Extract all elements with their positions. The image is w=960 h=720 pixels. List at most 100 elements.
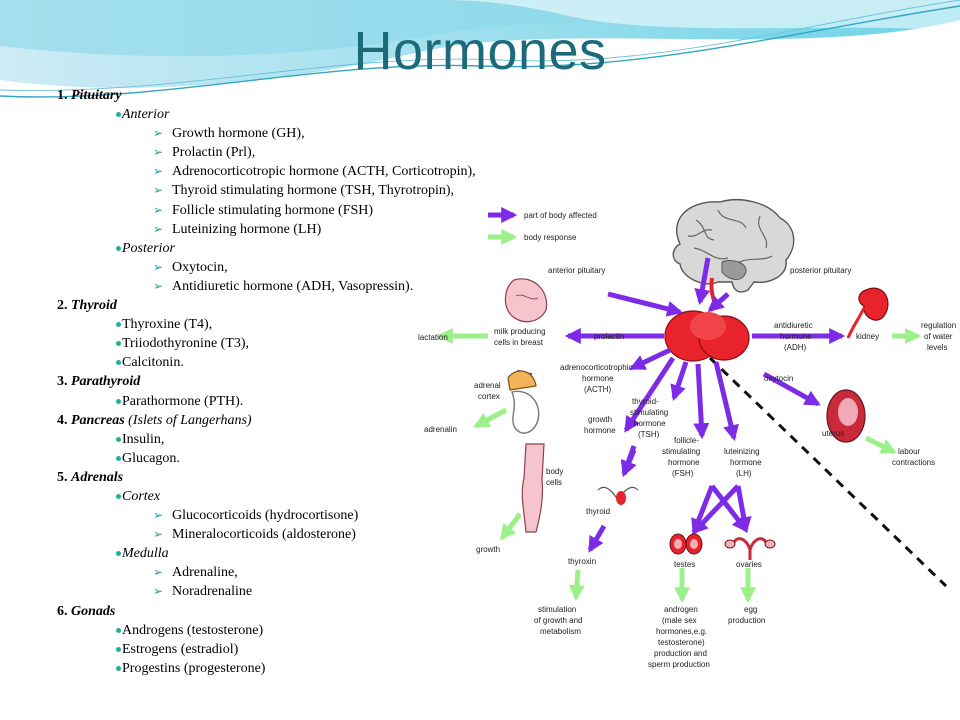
label-production-and: production and	[654, 649, 707, 658]
label-sperm-production: sperm production	[648, 660, 710, 669]
arrow-acth	[629, 347, 672, 371]
label-fsh-1: follicle-	[674, 436, 699, 445]
label-tsh-1: thyroid-	[632, 397, 659, 406]
label-lh-1: luteinizing	[724, 447, 760, 456]
arrow-bullet-icon: ➢	[153, 508, 164, 523]
label-cells: cells	[546, 478, 562, 487]
label-fsh-4: (FSH)	[672, 469, 694, 478]
dashed-divider	[708, 356, 948, 588]
list-item: Insulin,	[57, 430, 527, 449]
section-name: Parathyroid	[71, 374, 141, 390]
section-pituitary: 1. Pituitary	[57, 86, 527, 105]
subsection-posterior: Posterior	[57, 239, 527, 258]
label-adrenalin: adrenalin	[424, 425, 457, 434]
label-of-growth-and: of growth and	[534, 616, 582, 625]
list-item: ➢Adrenocorticotropic hormone (ACTH, Cort…	[57, 162, 527, 181]
label-male-sex: (male sex	[662, 616, 697, 625]
label-acth-hormone: hormone	[582, 374, 614, 383]
legend-affected-label: part of body affected	[524, 211, 597, 220]
section-number: 4.	[57, 412, 68, 428]
label-antidiuretic: antidiuretic	[774, 321, 813, 330]
label-adh: (ADH)	[784, 343, 807, 352]
list-item: ➢Follicle stimulating hormone (FSH)	[57, 201, 527, 220]
label-cells-in-breast: cells in breast	[494, 338, 544, 347]
list-item: ➢Luteinizing hormone (LH)	[57, 220, 527, 239]
label-acth: (ACTH)	[584, 385, 611, 394]
slide-title: Hormones	[353, 21, 607, 81]
arrow-tsh-to-thyroid	[620, 445, 637, 478]
arrow-anterior-pituitary	[607, 291, 684, 317]
hormone-outline: 1. Pituitary Anterior ➢Growth hormone (G…	[57, 86, 527, 678]
arrow-labour	[864, 435, 897, 455]
brain-icon	[672, 199, 795, 293]
section-name: Thyroid	[71, 298, 117, 314]
label-fsh-3: hormone	[668, 458, 700, 467]
list-item: Parathormone (PTH).	[57, 392, 527, 411]
label-uterus: uterus	[822, 429, 844, 438]
label-adrenocorticotrophic: adrenocorticotrophic	[560, 363, 632, 372]
label-growth-hormone-2: hormone	[584, 426, 616, 435]
list-item: Progestins (progesterone)	[57, 659, 527, 678]
uterus-icon	[826, 389, 866, 443]
section-number: 1.	[57, 88, 68, 103]
legend-response-label: body response	[524, 233, 577, 242]
label-growth-hormone-1: growth	[588, 415, 612, 424]
kidney-icon	[846, 287, 889, 339]
arrow-bullet-icon: ➢	[153, 202, 164, 217]
section-name: Pituitary	[71, 88, 122, 103]
label-lactation: lactation	[418, 333, 448, 342]
section-pancreas: 4. Pancreas (Islets of Langerhans)	[57, 411, 527, 430]
list-item: Estrogens (estradiol)	[57, 640, 527, 659]
list-item: ➢Glucocorticoids (hydrocortisone)	[57, 506, 527, 525]
label-lh-3: (LH)	[736, 469, 752, 478]
label-egg: egg	[744, 605, 757, 614]
list-item: Androgens (testosterone)	[57, 621, 527, 640]
list-item: ➢Thyroid stimulating hormone (TSH, Thyro…	[57, 181, 527, 200]
ovaries-icon	[724, 537, 776, 560]
list-item: ➢Oxytocin,	[57, 258, 527, 277]
list-item: Glucagon.	[57, 449, 527, 468]
section-thyroid: 2. Thyroid	[57, 296, 527, 315]
breast-icon	[504, 278, 548, 323]
arrow-lh-to-ovaries	[735, 485, 752, 534]
pituitary-gland-icon	[664, 277, 750, 362]
arrow-thyroid-to-thyroxin	[587, 524, 607, 553]
label-testosterone: testosterone)	[658, 638, 705, 647]
arrow-bullet-icon: ➢	[153, 259, 164, 274]
label-posterior-pituitary: posterior pituitary	[790, 266, 851, 275]
arrow-growth-hormone	[623, 356, 676, 433]
label-testes: testes	[674, 560, 695, 569]
thyroid-icon	[597, 486, 639, 505]
label-metabolism: metabolism	[540, 627, 581, 636]
section-gonads: 6. Gonads	[57, 602, 527, 621]
label-labour: labour	[898, 447, 921, 456]
label-lh-2: hormone	[730, 458, 762, 467]
arrow-growth	[500, 512, 522, 541]
subsection-anterior: Anterior	[57, 105, 527, 124]
diagram-svg: part of body affected body response	[418, 199, 956, 669]
label-adrenal: adrenal	[474, 381, 501, 390]
label-tsh-4: (TSH)	[638, 430, 660, 439]
arrow-lh	[713, 361, 739, 442]
section-number: 5.	[57, 469, 68, 485]
label-thyroxin: thyroxin	[568, 557, 596, 566]
label-growth: growth	[476, 545, 500, 554]
arrow-tsh	[670, 361, 689, 402]
label-anterior-pituitary: anterior pituitary	[548, 266, 605, 275]
testes-icon	[669, 533, 703, 555]
list-item: ➢Growth hormone (GH),	[57, 124, 527, 143]
arrow-posterior-pituitary	[707, 292, 730, 313]
arrow-bullet-icon: ➢	[153, 221, 164, 236]
subsection-cortex: Cortex	[57, 487, 527, 506]
arrow-oxytocin	[762, 371, 821, 407]
label-tsh-2: stimulating	[630, 408, 668, 417]
list-item: ➢Noradrenaline	[57, 582, 527, 601]
subsection-medulla: Medulla	[57, 544, 527, 563]
arrow-bullet-icon: ➢	[153, 126, 164, 141]
label-fsh-2: stimulating	[662, 447, 700, 456]
label-cortex: cortex	[478, 392, 500, 401]
arrow-bullet-icon: ➢	[153, 565, 164, 580]
label-body: body	[546, 467, 563, 476]
label-of-water: of water	[924, 332, 953, 341]
section-number: 6.	[57, 603, 68, 619]
